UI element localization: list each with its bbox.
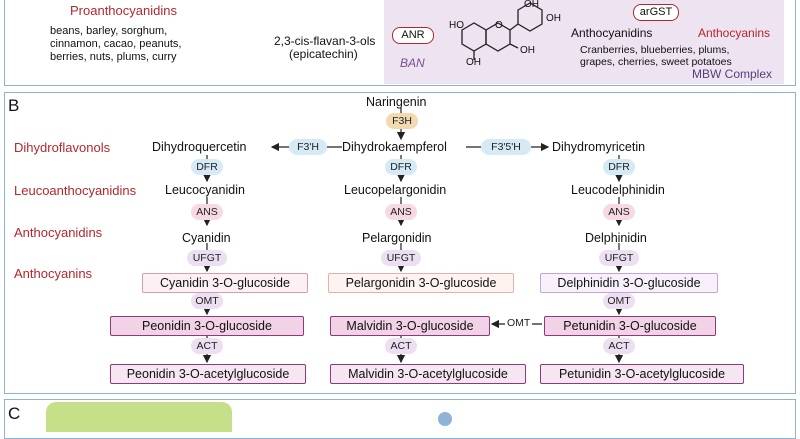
berries-line-2: grapes, cherries, sweet potatoes bbox=[580, 56, 732, 68]
anthocyanins-label-a: Anthocyanins bbox=[698, 26, 771, 40]
ans-enzyme-right: ANS bbox=[603, 204, 635, 220]
source-line-3: berries, nuts, plums, curry bbox=[50, 51, 177, 63]
leucopelargonidin: Leucopelargonidin bbox=[344, 183, 447, 197]
structure-oh-top-2: OH bbox=[546, 13, 561, 24]
structure-oh-top-1: OH bbox=[524, 0, 539, 10]
panel-b-label: B bbox=[8, 96, 20, 115]
petunidin-glucoside: Petunidin 3-O-glucoside bbox=[544, 316, 716, 336]
mbw-complex-label: MBW Complex bbox=[692, 67, 773, 81]
berries-line-1: Cranberries, blueberries, plums, bbox=[580, 44, 730, 56]
dfr-enzyme-middle: DFR bbox=[385, 159, 417, 175]
delphinidin: Delphinidin bbox=[585, 231, 647, 245]
act-enzyme-left: ACT bbox=[191, 338, 223, 354]
act-enzyme-right: ACT bbox=[603, 338, 635, 354]
ufgt-enzyme-left: UFGT bbox=[187, 250, 227, 266]
flavanol-subname: (epicatechin) bbox=[289, 47, 358, 61]
ans-enzyme-left: ANS bbox=[191, 204, 223, 220]
ban-label: BAN bbox=[400, 56, 425, 70]
ufgt-enzyme-middle: UFGT bbox=[381, 250, 421, 266]
proanthocyanidins-title: Proanthocyanidins bbox=[70, 3, 177, 18]
flavanol-name: 2,3-cis-flavan-3-ols bbox=[274, 34, 376, 48]
omt-enzyme-right: OMT bbox=[603, 293, 635, 309]
f3h-enzyme: F3H bbox=[386, 113, 418, 129]
source-line-1: beans, barley, sorghum, bbox=[50, 25, 168, 37]
malvidin-acetylglucoside: Malvidin 3-O-acetylglucoside bbox=[330, 364, 526, 384]
leucocyanidin: Leucocyanidin bbox=[165, 183, 245, 197]
category-dihydroflavonols: Dihydroflavonols bbox=[14, 140, 111, 155]
f35prime-h-enzyme: F3'5'H bbox=[481, 139, 531, 155]
ans-enzyme-middle: ANS bbox=[385, 204, 417, 220]
panel-c-label: C bbox=[8, 404, 21, 423]
cyanidin-glucoside: Cyanidin 3-O-glucoside bbox=[142, 273, 308, 293]
dihydroquercetin: Dihydroquercetin bbox=[152, 140, 247, 154]
structure-ring-o: O bbox=[495, 20, 503, 31]
cyanidin: Cyanidin bbox=[182, 231, 231, 245]
dfr-enzyme-right: DFR bbox=[603, 159, 635, 175]
anthocyanidin-structure-icon bbox=[461, 2, 543, 60]
argst-enzyme: arGST bbox=[633, 4, 679, 21]
malvidin-glucoside: Malvidin 3-O-glucoside bbox=[330, 316, 490, 336]
category-anthocyanidins: Anthocyanidins bbox=[14, 225, 103, 240]
anr-enzyme: ANR bbox=[392, 27, 434, 44]
category-leucoanthocyanidins: Leucoanthocyanidins bbox=[14, 183, 137, 198]
dfr-enzyme-left: DFR bbox=[191, 159, 223, 175]
peonidin-acetylglucoside: Peonidin 3-O-acetylglucoside bbox=[110, 364, 306, 384]
naringenin: Naringenin bbox=[366, 95, 427, 109]
panel-c-blue-dot bbox=[438, 412, 452, 426]
structure-ho-left: HO bbox=[449, 20, 464, 31]
structure-oh-bottom: OH bbox=[466, 57, 481, 68]
dihydromyricetin: Dihydromyricetin bbox=[552, 140, 646, 154]
leucodelphinidin: Leucodelphinidin bbox=[571, 183, 665, 197]
ufgt-enzyme-right: UFGT bbox=[599, 250, 639, 266]
act-enzyme-middle: ACT bbox=[385, 338, 417, 354]
delphinidin-glucoside: Delphinidin 3-O-glucoside bbox=[540, 273, 718, 293]
pelargonidin: Pelargonidin bbox=[362, 231, 432, 245]
f3prime-h-enzyme: F3'H bbox=[289, 139, 327, 155]
category-anthocyanins: Anthocyanins bbox=[14, 266, 93, 281]
pelargonidin-glucoside: Pelargonidin 3-O-glucoside bbox=[328, 273, 514, 293]
structure-oh-right: OH bbox=[520, 45, 535, 56]
peonidin-glucoside: Peonidin 3-O-glucoside bbox=[110, 316, 304, 336]
omt-enzyme-left: OMT bbox=[191, 293, 223, 309]
source-line-2: cinnamon, cacao, peanuts, bbox=[50, 38, 182, 50]
mbw-complex-region bbox=[384, 0, 784, 84]
dihydrokaempferol: Dihydrokaempferol bbox=[342, 140, 447, 154]
anthocyanidins-label-a: Anthocyanidins bbox=[571, 26, 653, 40]
petunidin-acetylglucoside: Petunidin 3-O-acetylglucoside bbox=[540, 364, 744, 384]
omt-enzyme-horizontal: OMT bbox=[505, 317, 533, 329]
panel-c-green-shape bbox=[46, 402, 232, 432]
